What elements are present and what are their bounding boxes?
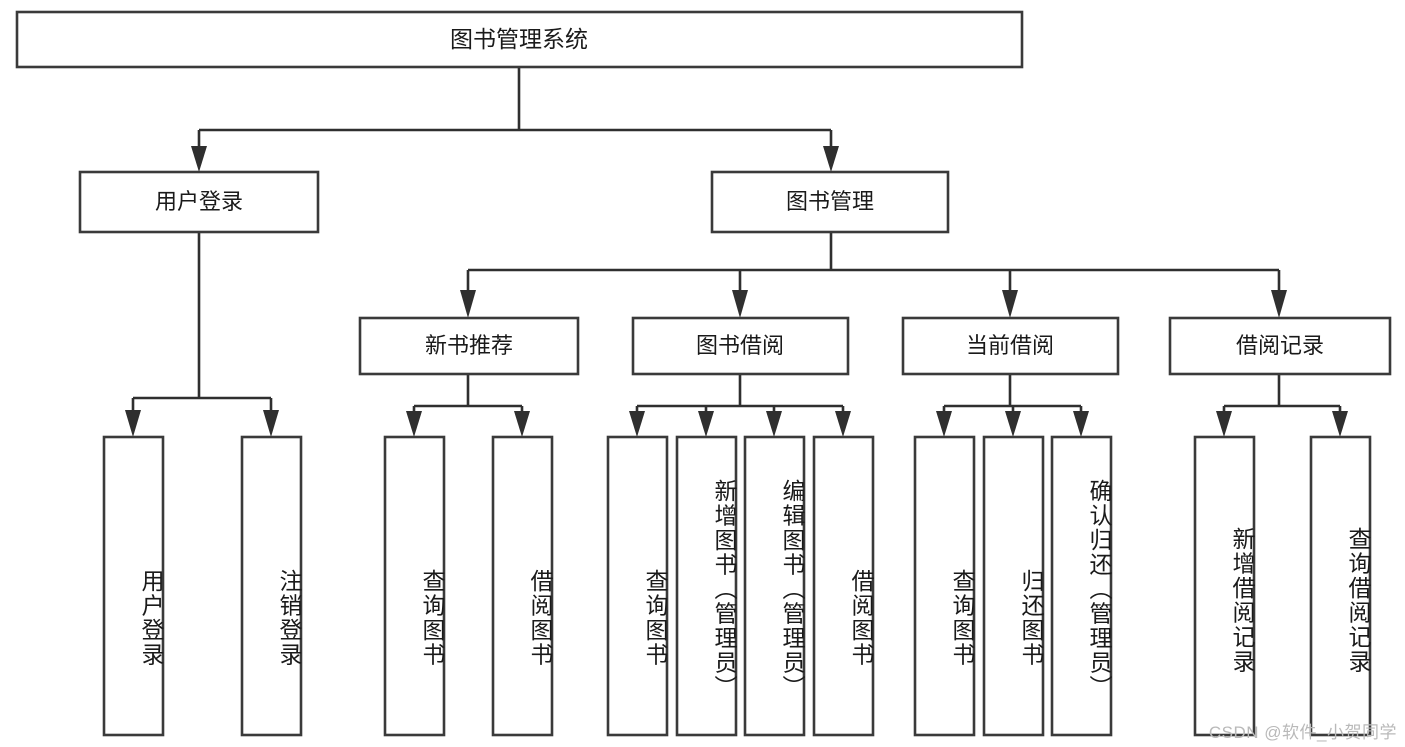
leaf-box-cb-query[interactable] [913, 435, 976, 737]
node-new-book-box[interactable] [358, 316, 580, 376]
leaf-box-nb-query[interactable] [383, 435, 446, 737]
node-new-book[interactable]: 新书推荐 [358, 316, 580, 376]
connector-new-book-to-leaves [406, 374, 530, 437]
leaf-box-bb-query[interactable] [606, 435, 669, 737]
connector-root-to-level2 [191, 67, 839, 172]
node-user-login-label: 用户登录 [155, 189, 243, 214]
node-current-borrow-label: 当前借阅 [966, 333, 1054, 358]
node-user-login[interactable]: 用户登录 [78, 170, 320, 234]
node-book-borrow-label: 图书借阅 [696, 333, 784, 358]
node-root[interactable]: 图书管理系统 [15, 10, 1024, 69]
node-book-borrow-box[interactable] [631, 316, 850, 376]
node-book-manage[interactable]: 图书管理 [710, 170, 950, 234]
node-borrow-record[interactable]: 借阅记录 [1168, 316, 1392, 376]
node-book-manage-label: 图书管理 [786, 189, 874, 214]
leaf-box-br-query[interactable] [1309, 435, 1372, 737]
connector-current-borrow-to-leaves [936, 374, 1089, 437]
leaf-box-user-login[interactable] [102, 435, 165, 737]
leaf-box-user-logout[interactable] [240, 435, 303, 737]
connector-borrow-record-to-leaves [1216, 374, 1348, 437]
connector-book-borrow-to-leaves [629, 374, 851, 437]
leaf-box-bb-edit[interactable] [743, 435, 806, 737]
leaf-box-cb-confirm[interactable] [1050, 435, 1113, 737]
node-current-borrow-box[interactable] [901, 316, 1120, 376]
leaf-box-cb-return[interactable] [982, 435, 1045, 737]
csdn-watermark: CSDN @软件_小贺同学 [1208, 723, 1397, 742]
leaf-box-bb-add[interactable] [675, 435, 738, 737]
leaf-box-bb-borrow[interactable] [812, 435, 875, 737]
node-book-borrow[interactable]: 图书借阅 [631, 316, 850, 376]
leaf-box-br-add[interactable] [1193, 435, 1256, 737]
node-root-label: 图书管理系统 [450, 26, 588, 52]
leaf-box-nb-borrow[interactable] [491, 435, 554, 737]
node-new-book-label: 新书推荐 [425, 333, 513, 358]
node-book-manage-box[interactable] [710, 170, 950, 234]
node-current-borrow[interactable]: 当前借阅 [901, 316, 1120, 376]
connector-user-login-to-leaves [125, 232, 279, 437]
node-root-box[interactable] [15, 10, 1024, 69]
node-borrow-record-box[interactable] [1168, 316, 1392, 376]
node-user-login-box[interactable] [78, 170, 320, 234]
node-borrow-record-label: 借阅记录 [1236, 333, 1324, 358]
connector-book-manage-to-level3 [460, 232, 1287, 318]
